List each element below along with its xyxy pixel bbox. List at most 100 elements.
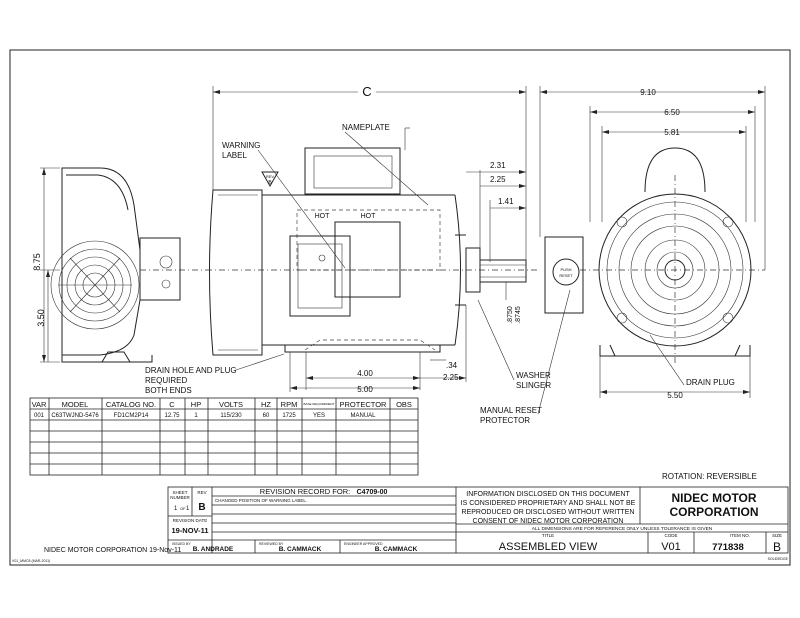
company-line1: NIDEC MOTOR [671,491,756,505]
left-view-dimensions: 8.75 3.50 [32,167,60,363]
sheet-value: 1 [174,506,178,512]
left-end-view [50,167,206,363]
size-value: B [773,540,781,554]
dim-650: 6.50 [664,108,680,117]
td-c: 12.75 [164,413,180,419]
side-view: HOT HOT [206,147,765,356]
th-hp: HP [191,400,201,409]
right-end-view [598,147,752,386]
dim-225a: 2.25 [490,175,506,184]
td-volts: 115/230 [220,413,242,419]
td-hp: 1 [194,413,198,419]
washer-slinger-line2: SLINGER [516,381,551,390]
disclaimer-line3: REPRODUCED OR DISCLOSED WITHOUT WRITTEN [462,509,635,516]
dim-400: 4.00 [357,369,373,378]
revision-date-label: REVISION DATE [173,518,207,523]
th-protector: PROTECTOR [340,400,388,409]
company-line2: CORPORATION [669,505,758,519]
spec-table: VAR MODEL CATALOG NO. C HP VOLTS HZ RPM … [29,397,419,476]
dim-8750: .8750 [507,306,514,324]
sheet-of: OF [180,506,186,511]
th-var: VAR [32,400,47,409]
drain-hole-line3: BOTH ENDS [145,386,192,395]
dim-875: 8.75 [32,253,42,271]
dim-34: .34 [446,361,458,370]
sheet-label-2: NUMBER [170,495,190,500]
hot-label-1: HOT [315,213,331,220]
title-label: TITLE [542,533,554,538]
sheet-label-1: SHEET [172,490,187,495]
td-hz: 60 [263,413,270,419]
td-catalog: FD1CM2P14 [114,413,149,419]
td-rpm: 1725 [282,413,296,419]
rotation-note: ROTATION: REVERSIBLE [662,472,757,481]
code-label: CODE [664,533,677,538]
warning-label-line2: LABEL [222,151,247,160]
rev-tag-label: REV [266,174,275,179]
sheet-total: 1 [186,506,190,512]
code-value: V01 [661,541,681,553]
title-block: SHEET NUMBER 1 OF 1 REV B REVISION DATE … [167,486,789,554]
th-volts: VOLTS [219,400,243,409]
dim-141: 1.41 [498,197,514,206]
rev-label: REV [197,490,206,495]
drain-hole-line2: REQUIRED [145,376,187,385]
revision-record-label: REVISION RECORD FOR: [260,487,350,496]
side-view-dimensions: C 2.31 2.25 1.41 .8750 .8745 4.00 5.00 .… [212,84,527,394]
drain-hole-line1: DRAIN HOLE AND PLUG [145,366,237,375]
item-value: 771838 [712,542,744,553]
push-reset-line2: RESET [559,273,573,278]
size-label: SIZE [772,533,782,538]
th-model: MODEL [62,400,89,409]
sheet-border [9,49,791,566]
td-model: C63TWJND-5476 [51,413,99,419]
disclaimer-line1: INFORMATION DISCLOSED ON THIS DOCUMENT [466,491,630,498]
th-catalog: CATALOG NO. [106,400,156,409]
washer-slinger-line1: WASHER [516,371,551,380]
change-note: CHANGED POSITION OF WARNING LABEL. [215,498,307,503]
hot-label-2: HOT [361,213,377,220]
disclaimer-line2: IS CONSIDERED PROPRIETARY AND SHALL NOT … [461,500,636,507]
dim-8745: .8745 [515,306,522,324]
rev-value: B [198,502,205,513]
rev-tag: REV B [261,171,279,188]
issued-by-label: ISSUED BY [172,542,191,546]
drawing-title: ASSEMBLED VIEW [499,541,598,553]
dim-910: 9.10 [640,88,656,97]
td-protector: MANUAL [350,413,376,419]
dim-225b: 2.25 [443,373,459,382]
dim-500: 5.00 [357,385,373,394]
drain-plug-label: DRAIN PLUG [686,378,735,387]
revision-date: 19-NOV-11 [171,526,208,535]
th-hz: HZ [261,400,271,409]
item-label: ITEM NO. [730,533,750,538]
dim-350: 3.50 [36,309,46,327]
th-rpm: RPM [281,400,298,409]
disclaimer-line4: CONSENT OF NIDEC MOTOR CORPORATION [473,518,624,525]
issued-by: B. ANDRADE [193,546,234,553]
reviewed-by-label: REVIEWED BY [259,542,284,546]
td-base: YES [313,413,325,419]
form-id: V01_MMC8 (MAR-2011) [12,559,50,563]
dim-550: 5.50 [667,391,683,400]
reset-housing: PUSH RESET [544,236,584,314]
tolerance-note: ALL DIMENSIONS ARE FOR REFERENCE ONLY UN… [532,526,713,532]
td-var: 001 [34,413,45,419]
footer-left: NIDEC MOTOR CORPORATION 19-Nov-11 [44,547,181,554]
soldedge-mark: SOLIDEDGE [768,557,789,561]
engineer: B. CAMMACK [375,546,418,553]
manual-reset-line2: PROTECTOR [480,416,530,425]
th-obs: OBS [396,400,412,409]
reviewed-by: B. CAMMACK [279,546,322,553]
side-view-callouts: NAMEPLATE WARNING LABEL DRAIN HOLE AND P… [145,123,571,425]
dim-581: 5.81 [664,128,680,137]
rev-tag-letter: B [268,180,272,186]
revision-record-value: C4709-00 [357,489,388,496]
th-base: BASE REQUIREMENT [303,402,334,406]
engineer-label: ENGINEER APPROVED [344,542,383,546]
push-reset-line1: PUSH [560,267,571,272]
right-view-dimensions: 9.10 6.50 5.81 5.50 DRAIN PLUG [539,86,766,400]
dim-231: 2.31 [490,161,506,170]
th-c: C [169,400,175,409]
